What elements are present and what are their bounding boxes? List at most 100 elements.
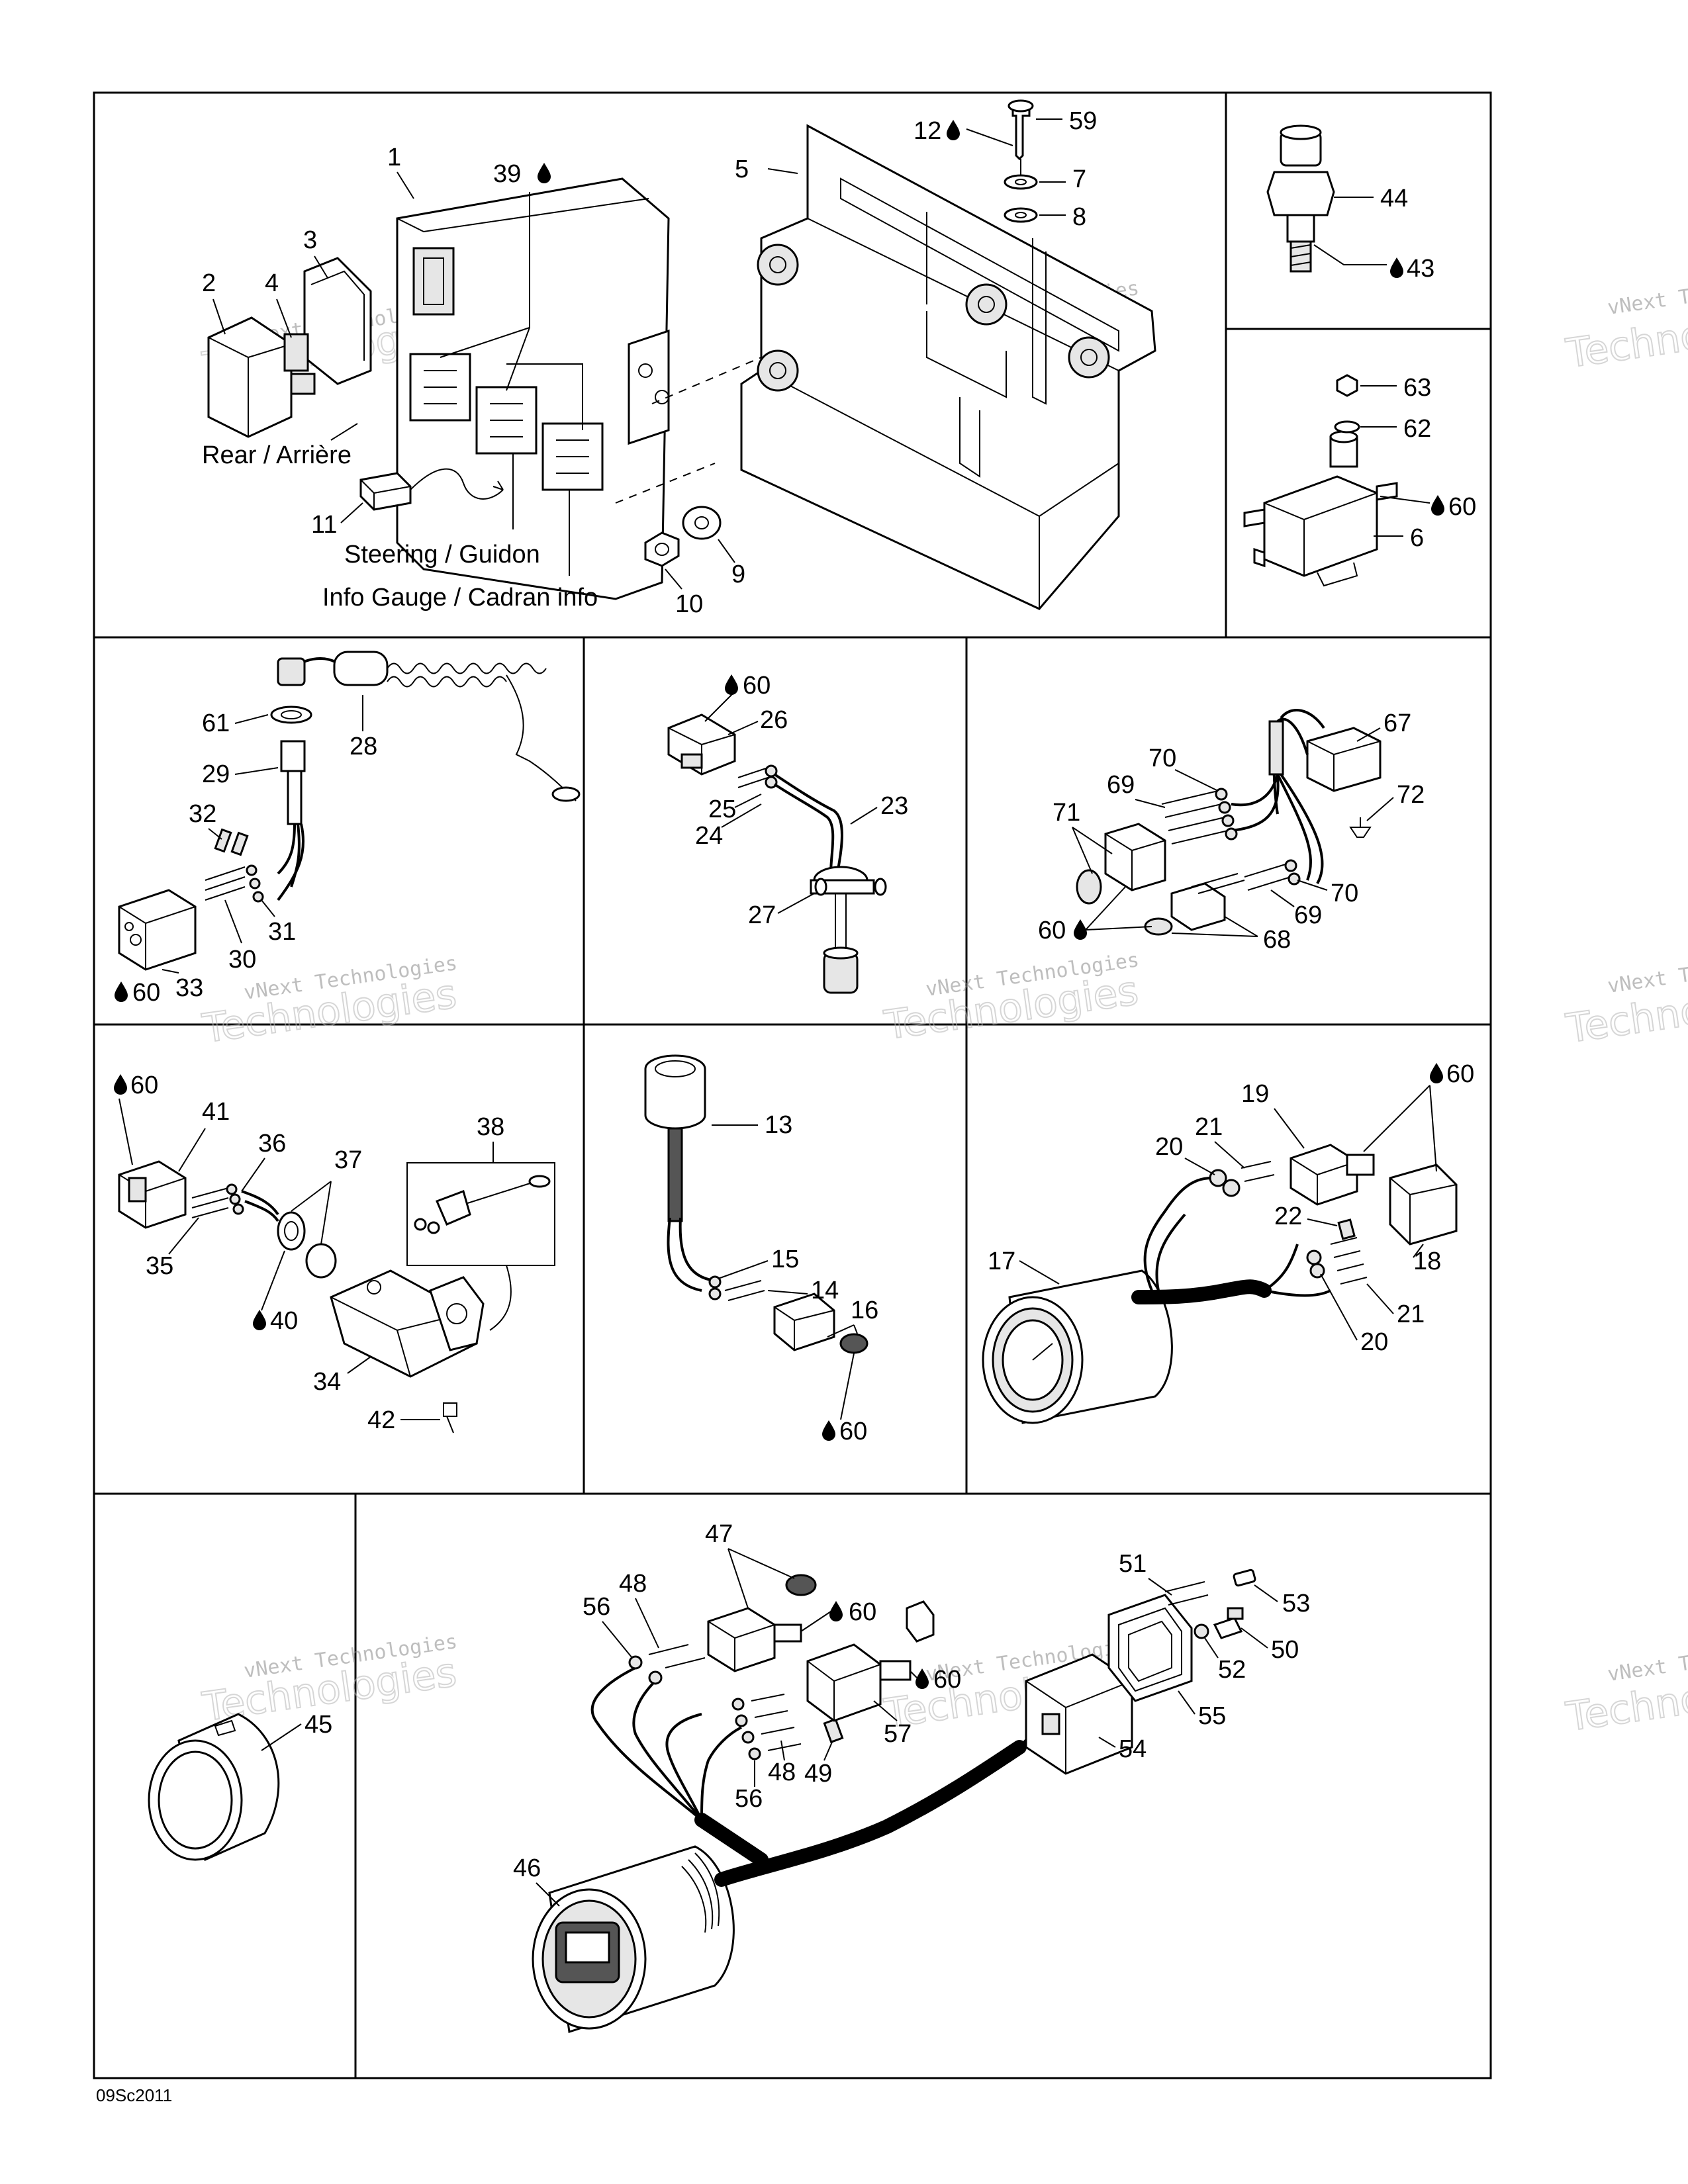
connector-19 <box>1289 1144 1358 1206</box>
relay-2 <box>207 316 293 438</box>
label-68: 68 <box>1263 926 1291 954</box>
label-45: 45 <box>305 1711 332 1739</box>
terminals-30 <box>205 866 246 901</box>
label-59: 59 <box>1069 107 1097 135</box>
label-63: 63 <box>1403 374 1431 402</box>
label-48b: 48 <box>768 1758 796 1786</box>
washer-9 <box>682 506 722 540</box>
label-53: 53 <box>1282 1590 1310 1617</box>
label-8: 8 <box>1072 203 1086 231</box>
label-21a: 21 <box>1195 1113 1223 1141</box>
label-11: 11 <box>311 511 337 539</box>
label-46: 46 <box>513 1854 541 1882</box>
label-49: 49 <box>804 1760 832 1788</box>
connector-57 <box>806 1643 882 1722</box>
label-20a: 20 <box>1155 1133 1183 1161</box>
text-steering: Steering / Guidon <box>344 541 540 569</box>
nut-63 <box>1336 374 1358 397</box>
label-61: 61 <box>202 709 230 737</box>
panel-ecm: 1 2 3 4 39 Rear / Arrière 11 Steering / … <box>202 99 1156 618</box>
label-60h: 60 <box>849 1598 876 1626</box>
label-17: 17 <box>988 1248 1015 1275</box>
svg-text:vNext Technologies: vNext Technologies <box>1606 267 1688 320</box>
connector-16 <box>773 1293 835 1351</box>
label-34: 34 <box>313 1368 341 1396</box>
label-71: 71 <box>1053 799 1080 827</box>
label-60c: 60 <box>743 672 771 700</box>
label-51: 51 <box>1119 1550 1147 1578</box>
terminals-14 <box>724 1280 765 1301</box>
label-33: 33 <box>175 974 203 1002</box>
sensor-13 <box>644 1069 706 1130</box>
connector-68 <box>1170 882 1226 931</box>
label-70b: 70 <box>1331 880 1358 907</box>
label-9: 9 <box>731 561 745 588</box>
label-70a: 70 <box>1149 745 1176 772</box>
label-25: 25 <box>708 796 736 823</box>
terminals-32 <box>214 828 249 856</box>
panel-gauge-17: 19 60 21 20 22 18 17 21 20 <box>982 1060 1474 1424</box>
label-60f: 60 <box>839 1418 867 1445</box>
label-47: 47 <box>705 1520 733 1548</box>
panel-switch-34: 60 41 36 37 38 35 40 34 42 <box>114 1071 555 1434</box>
housing-54 <box>1025 1653 1133 1775</box>
label-60b: 60 <box>132 979 160 1007</box>
label-24: 24 <box>695 822 723 850</box>
label-31: 31 <box>268 918 296 946</box>
label-4: 4 <box>265 269 279 297</box>
relay-3 <box>303 257 372 385</box>
label-10: 10 <box>675 590 703 618</box>
label-57: 57 <box>884 1720 912 1748</box>
label-50: 50 <box>1271 1636 1299 1664</box>
inset-38 <box>406 1162 555 1266</box>
panel-sensor-13: 13 15 14 16 60 <box>644 1054 878 1445</box>
label-6: 6 <box>1410 524 1424 552</box>
label-26: 26 <box>760 706 788 734</box>
ring-61 <box>270 705 312 724</box>
boot-37 <box>305 1243 337 1279</box>
terminals-35 <box>191 1187 229 1218</box>
label-15: 15 <box>771 1246 799 1273</box>
label-14: 14 <box>811 1277 839 1304</box>
label-41: 41 <box>202 1098 230 1126</box>
label-32: 32 <box>189 800 216 828</box>
label-72: 72 <box>1397 781 1425 809</box>
label-55: 55 <box>1198 1702 1226 1730</box>
doc-reference: 09Sc2011 <box>96 2085 172 2105</box>
sensor-44 <box>1266 171 1335 216</box>
label-2: 2 <box>202 269 216 297</box>
label-67: 67 <box>1383 709 1411 737</box>
valve-6 <box>1263 475 1378 577</box>
panel-fuel-sensor: 60 26 23 25 24 27 <box>667 672 908 994</box>
panel-sensor-44: 44 43 <box>1266 124 1434 283</box>
label-62: 62 <box>1403 415 1431 443</box>
label-35: 35 <box>146 1252 173 1280</box>
label-43: 43 <box>1407 255 1434 283</box>
terminals-48b <box>751 1694 802 1751</box>
label-16: 16 <box>851 1297 878 1324</box>
nut-10 <box>644 531 680 567</box>
label-60g: 60 <box>1446 1060 1474 1088</box>
label-21b: 21 <box>1397 1300 1425 1328</box>
panel-lanyard: 61 28 29 32 31 30 33 60 <box>115 651 581 1007</box>
label-19: 19 <box>1241 1080 1269 1108</box>
washer-8 <box>1004 207 1038 223</box>
bracket-5 <box>740 124 1156 610</box>
label-30: 30 <box>228 946 256 974</box>
label-40: 40 <box>270 1307 298 1335</box>
terminals-69 <box>1161 790 1291 891</box>
label-39: 39 <box>493 160 521 188</box>
washer-7 <box>1004 174 1038 190</box>
panel-ring-45: 45 <box>148 1711 332 1862</box>
label-60d: 60 <box>1038 917 1066 944</box>
panel-valve-6: 63 62 60 6 <box>1243 374 1476 587</box>
washer-62 <box>1334 420 1360 433</box>
label-60i: 60 <box>933 1666 961 1694</box>
label-36: 36 <box>258 1130 286 1158</box>
label-7: 7 <box>1072 165 1086 193</box>
panel-info-gauge: 47 48 56 60 60 57 49 48 56 54 55 51 53 5… <box>513 1520 1310 2033</box>
label-28: 28 <box>350 733 377 760</box>
nut-36 <box>277 1211 306 1251</box>
label-38: 38 <box>477 1113 504 1141</box>
